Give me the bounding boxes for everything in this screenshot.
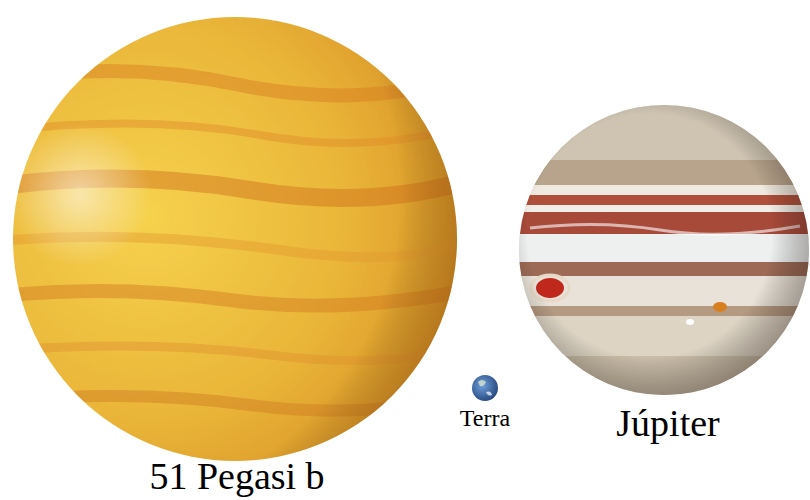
planet-name: 51 Pegasi b [149, 457, 324, 495]
jupiter [515, 100, 810, 401]
earth [472, 375, 498, 401]
exoplanet [10, 17, 470, 461]
planet-name: Terra [460, 406, 510, 430]
planet-name: Júpiter [616, 404, 719, 442]
